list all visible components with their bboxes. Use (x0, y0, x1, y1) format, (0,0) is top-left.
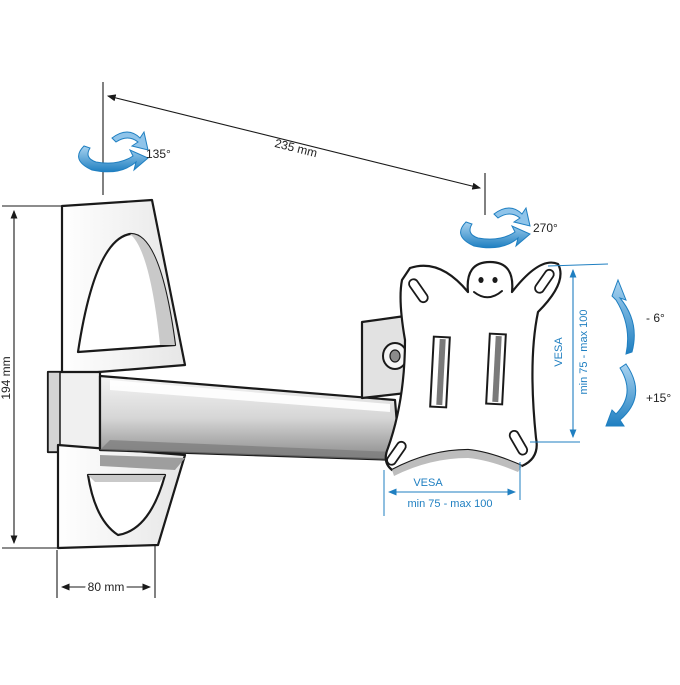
vesa-plate (384, 260, 562, 476)
vesa-horizontal-dimension: VESA min 75 - max 100 (383, 462, 521, 516)
vesa-horizontal-range: min 75 - max 100 (408, 498, 493, 510)
wall-plate (46, 198, 187, 550)
plate-swivel-indicator: 270° (460, 206, 558, 249)
vesa-vertical-dimension: VESA min 75 - max 100 (530, 263, 609, 443)
tilt-arrow-icon (605, 363, 637, 427)
extension-arm (98, 374, 402, 462)
tilt-arrow-icon (611, 278, 635, 355)
rotate-arrow-icon (78, 130, 149, 173)
width-label: 80 mm (88, 580, 125, 594)
tilt-up-label: - 6° (646, 311, 665, 325)
vesa-horizontal-label: VESA (413, 477, 443, 489)
height-dimension: 194 mm (0, 205, 62, 549)
tilt-up-indicator: - 6° (611, 278, 665, 355)
arm-length-label: 235 mm (273, 136, 318, 160)
height-label: 194 mm (0, 356, 13, 399)
wall-swivel-indicator: 135° (78, 130, 171, 173)
smiley-icon (473, 277, 503, 299)
tilt-down-indicator: +15° (605, 363, 671, 427)
vesa-vertical-range: min 75 - max 100 (578, 310, 590, 395)
tilt-down-label: +15° (646, 391, 671, 405)
rotate-arrow-icon (460, 206, 531, 249)
width-dimension: 80 mm (56, 545, 156, 598)
vesa-vertical-label: VESA (553, 337, 565, 367)
wall-swivel-label: 135° (146, 147, 171, 161)
plate-swivel-label: 270° (533, 221, 558, 235)
